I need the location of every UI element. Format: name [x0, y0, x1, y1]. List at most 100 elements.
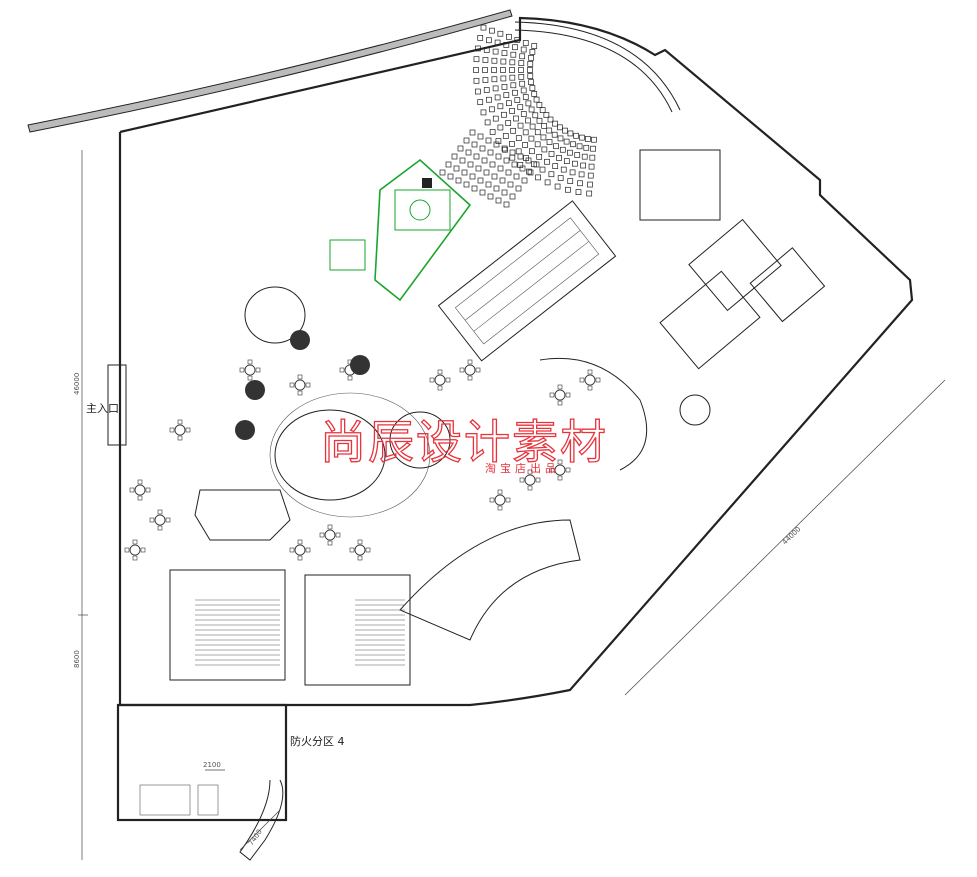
chair — [177, 419, 183, 425]
seat — [522, 142, 528, 148]
seat — [502, 133, 509, 139]
seat — [529, 148, 535, 155]
auditorium-seating — [439, 24, 597, 208]
stair-cores — [169, 569, 411, 686]
table — [294, 544, 306, 556]
seat — [518, 60, 525, 66]
seat — [546, 139, 553, 145]
seat — [445, 161, 452, 168]
seat — [517, 104, 524, 111]
chair — [475, 367, 481, 373]
chair — [177, 435, 183, 441]
seat — [556, 155, 562, 161]
chair — [255, 367, 261, 373]
chair — [565, 392, 571, 398]
dimension-diagonal: 44000 — [781, 525, 803, 546]
seat — [540, 134, 547, 141]
watermark-title: 尚辰设计素材 — [320, 415, 608, 469]
chair — [297, 555, 303, 561]
chair — [587, 369, 593, 375]
seat — [501, 189, 508, 196]
escalator-atrium — [437, 200, 617, 362]
chair — [437, 385, 443, 391]
seat — [512, 89, 518, 96]
seat — [535, 174, 541, 181]
seat — [477, 35, 484, 41]
chair — [247, 359, 253, 365]
seat — [519, 53, 526, 60]
seat — [510, 51, 517, 58]
seat — [463, 137, 470, 144]
chair — [297, 374, 303, 380]
chair — [467, 359, 473, 365]
seat — [497, 30, 504, 37]
seat — [556, 124, 563, 131]
entrance-vestibule — [107, 364, 127, 446]
seat — [557, 135, 564, 142]
seat — [509, 108, 515, 114]
seat — [570, 141, 576, 148]
seat — [527, 61, 534, 67]
seat — [482, 67, 488, 73]
seat — [525, 117, 531, 124]
seat — [483, 87, 490, 93]
chair — [339, 367, 345, 373]
seat — [492, 85, 499, 92]
chair — [595, 377, 601, 383]
seat — [548, 151, 555, 157]
chair — [305, 382, 311, 388]
chair — [557, 459, 563, 465]
chair — [565, 467, 571, 473]
seat — [489, 27, 495, 34]
seat — [536, 153, 543, 160]
fire-zone-label: 防火分区 4 — [290, 734, 345, 748]
seat — [576, 143, 583, 150]
seat — [502, 146, 508, 153]
seat — [557, 175, 564, 181]
seat — [492, 48, 499, 55]
seat — [515, 185, 522, 192]
table — [554, 464, 566, 476]
seat — [544, 158, 550, 165]
seat — [560, 166, 567, 173]
table — [584, 374, 596, 386]
seat — [487, 149, 494, 156]
chair — [319, 532, 325, 538]
seat — [526, 168, 532, 175]
chair — [289, 382, 295, 388]
building-outline — [118, 16, 914, 707]
seat — [521, 177, 528, 184]
seat — [477, 133, 484, 140]
seat — [569, 169, 576, 176]
seat — [581, 153, 588, 160]
seat — [503, 92, 510, 98]
seat — [514, 97, 521, 103]
chair — [365, 547, 371, 553]
seat — [501, 111, 507, 118]
main-entrance-label: 主入口 — [86, 402, 119, 415]
lounge-areas — [194, 286, 711, 641]
seat — [580, 162, 587, 169]
seat — [487, 193, 494, 200]
seat — [541, 123, 547, 129]
seat — [503, 157, 510, 164]
seat — [485, 137, 492, 144]
seat — [482, 57, 489, 63]
chair — [185, 427, 191, 433]
seat — [529, 123, 536, 130]
seat — [539, 166, 546, 173]
seat — [469, 173, 476, 180]
seat — [559, 146, 566, 153]
table — [494, 494, 506, 506]
seat — [455, 177, 462, 184]
seat — [489, 129, 496, 135]
seat — [505, 169, 512, 176]
seat — [553, 143, 559, 150]
chair — [549, 467, 555, 473]
planter — [350, 355, 370, 375]
chair — [289, 547, 295, 553]
chair — [157, 509, 163, 515]
seat — [509, 59, 516, 66]
seat — [541, 146, 548, 153]
